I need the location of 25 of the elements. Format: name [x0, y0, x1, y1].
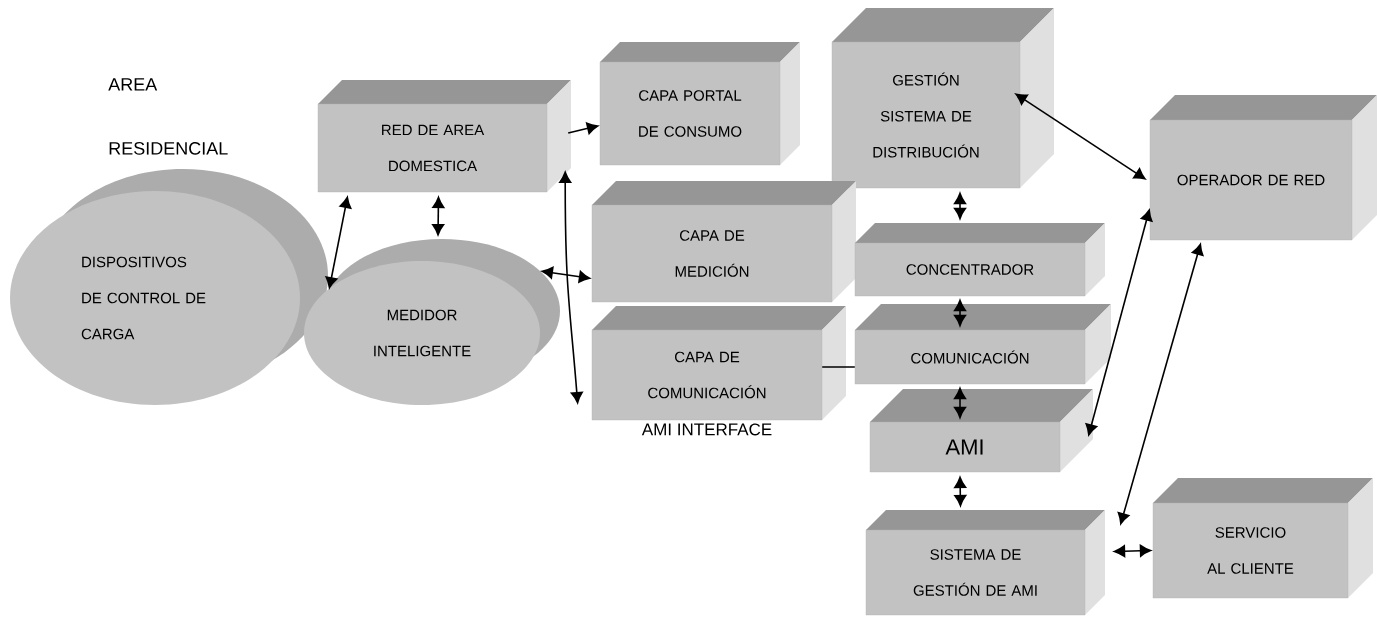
3d-block: RED DE AREA DOMESTICA	[317, 80, 571, 193]
arrow	[432, 196, 445, 236]
caption-text: AMI INTERFACE	[641, 423, 772, 436]
arrow	[1113, 544, 1152, 558]
3d-block: CONCENTRADOR	[854, 223, 1105, 297]
3d-block: COMUNICACIÓN	[854, 304, 1111, 385]
3d-block: GESTIÓN SISTEMA DE DISTRIBUCIÓN	[831, 8, 1054, 189]
arrow	[953, 192, 967, 220]
3d-block: CAPA DE COMUNICACIÓN	[591, 306, 846, 421]
arrow	[953, 299, 967, 327]
3d-block: CAPA PORTAL DE CONSUMO	[599, 42, 800, 166]
3d-block: AMI	[869, 389, 1093, 473]
arrow	[567, 122, 599, 135]
arrow	[1117, 243, 1204, 525]
arrow	[954, 476, 967, 507]
3d-block: CAPA DE MEDICIÓN	[591, 181, 856, 303]
3d-block: SISTEMA DE GESTIÓN DE AMI	[865, 510, 1105, 616]
arrow	[953, 387, 967, 419]
3d-block: SERVICIO AL CLIENTE	[1152, 478, 1373, 599]
arrow	[541, 266, 591, 283]
arrow	[325, 196, 352, 289]
arrow	[1085, 209, 1153, 436]
3d-block: OPERADOR DE RED	[1149, 95, 1377, 241]
arrow	[559, 171, 583, 404]
arrow	[1015, 93, 1146, 180]
